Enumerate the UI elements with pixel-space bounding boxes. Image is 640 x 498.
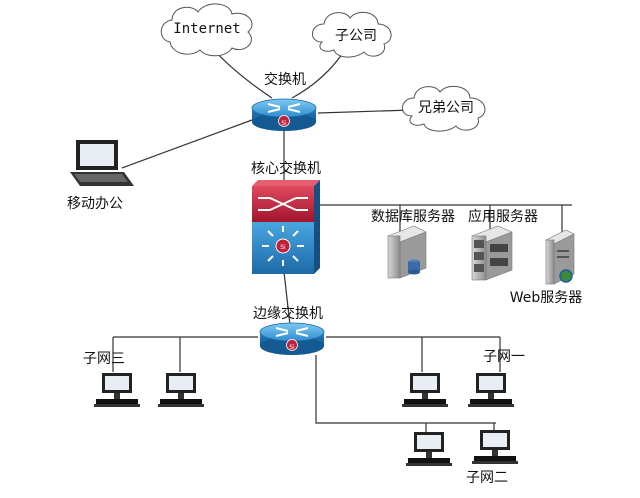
- web-server-icon: [545, 229, 575, 285]
- subnet3-pc-2: [158, 373, 204, 407]
- label-subnet3: 子网三: [83, 351, 125, 367]
- label-web-server: Web服务器: [510, 290, 583, 306]
- link-edge-subnet2: [315, 355, 496, 424]
- cloud-sibling-company: 兄弟公司: [402, 85, 486, 132]
- connection-lines: [112, 39, 572, 432]
- label-subsidiary: 子公司: [335, 28, 377, 44]
- web-server: Web服务器: [510, 229, 583, 306]
- laptop-icon: [70, 140, 134, 186]
- subnet3-pc-1: [94, 373, 140, 407]
- cloud-internet: Internet: [160, 3, 253, 57]
- switch: 交换机 Si: [251, 71, 317, 132]
- label-core-switch: 核心交换机: [251, 160, 321, 177]
- app-server: 应用服务器: [468, 208, 538, 281]
- label-sibling-company: 兄弟公司: [418, 100, 474, 116]
- core-si-badge: Si: [280, 244, 286, 251]
- database-server-icon: [387, 225, 427, 279]
- label-app-server: 应用服务器: [468, 208, 538, 225]
- mobile-office: 移动办公: [67, 140, 134, 212]
- switch-si-badge: Si: [281, 120, 287, 127]
- subnet2-pc-1: [406, 432, 452, 466]
- label-subnet1: 子网一: [483, 349, 525, 365]
- label-db-server: 数据库服务器: [371, 209, 455, 225]
- subnet1-pc-2: [468, 373, 514, 407]
- label-switch: 交换机: [264, 71, 306, 88]
- label-internet: Internet: [173, 21, 240, 37]
- subnet2-pc-2: [472, 430, 518, 464]
- db-server: 数据库服务器: [371, 209, 455, 279]
- edge-si-badge: Si: [289, 344, 295, 351]
- label-subnet2: 子网二: [466, 470, 508, 486]
- label-mobile-office: 移动办公: [67, 196, 123, 212]
- link-mobile-switch: [121, 119, 253, 169]
- core-switch: 核心交换机 Si: [251, 160, 321, 274]
- label-edge-switch: 边缘交换机: [253, 305, 323, 322]
- link-sibling-switch: [317, 109, 413, 114]
- link-core-edge: [283, 271, 291, 326]
- subnet1-pc-1: [402, 373, 448, 407]
- edge-switch: 边缘交换机 Si: [253, 305, 325, 356]
- core-switch-icon: [252, 180, 320, 274]
- cloud-subsidiary: 子公司: [312, 11, 392, 58]
- application-server-icon: [471, 225, 513, 281]
